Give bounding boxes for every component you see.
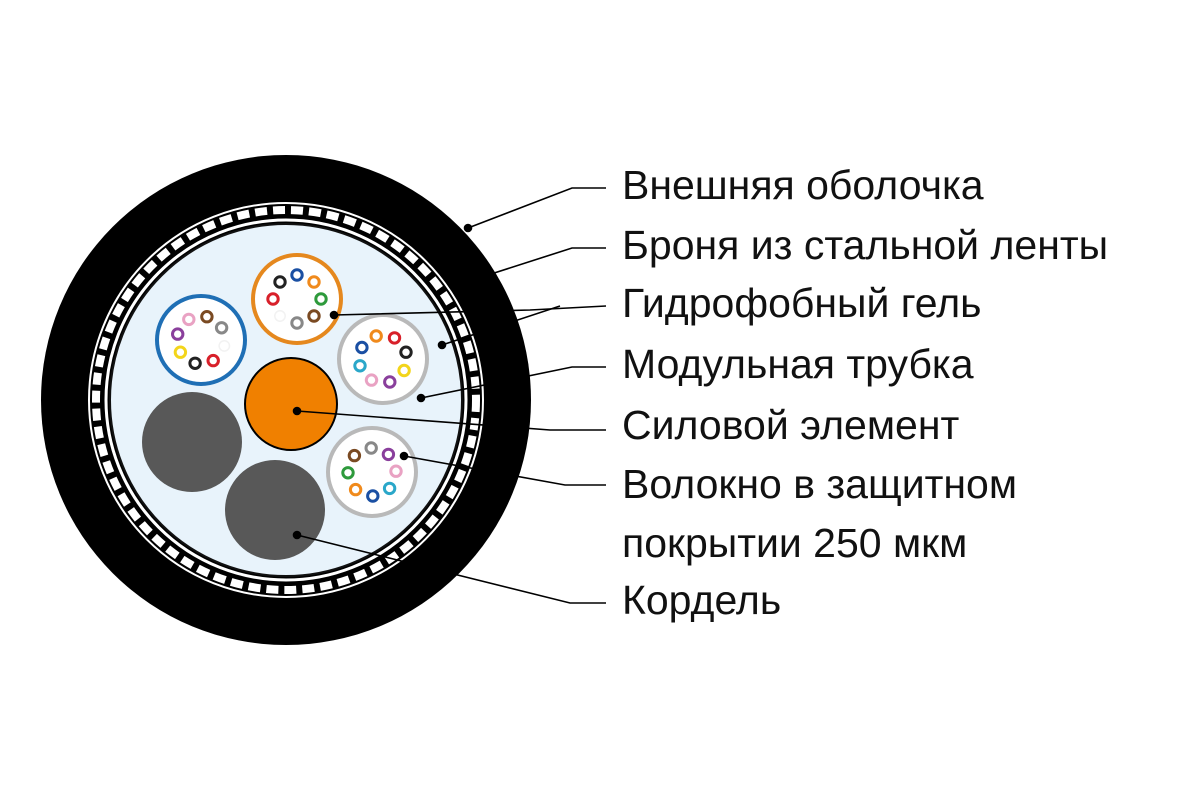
optical-fiber — [188, 356, 202, 370]
label-steel-tape-armor: Броня из стальной ленты — [622, 222, 1108, 268]
optical-fiber — [307, 275, 321, 289]
leader-line-loose-tube — [420, 366, 606, 399]
steel-tape-armor-stripes — [92, 206, 480, 594]
label-loose-tube: Модульная трубка — [622, 341, 974, 387]
optical-fiber — [369, 329, 383, 343]
filler-rod — [142, 392, 242, 492]
optical-fiber — [206, 353, 220, 368]
leader-line-steel-tape-armor — [487, 247, 606, 276]
optical-fiber — [173, 345, 188, 359]
optical-fiber — [382, 481, 397, 496]
optical-fiber — [364, 373, 379, 387]
steel-tape-armor-inner-ring — [104, 218, 468, 582]
optical-fiber — [347, 448, 362, 463]
leader-line-coated-fiber — [403, 455, 606, 486]
steel-tape-armor-outer-line — [88, 202, 484, 598]
loose-tube-blue — [155, 294, 247, 386]
optical-fiber — [273, 275, 287, 289]
loose-tube-grey-bottom — [326, 426, 418, 518]
optical-fiber — [266, 292, 280, 306]
label-strength-member: Силовой элемент — [622, 402, 959, 448]
loose-tube-orange — [251, 253, 343, 345]
optical-fiber — [355, 340, 369, 355]
optical-fiber — [341, 466, 355, 480]
optical-fiber — [387, 331, 402, 345]
leader-line-water-blocking-gel-2 — [441, 305, 561, 346]
leader-line-filler-rod — [296, 534, 606, 604]
label-coated-fiber-line1: Волокно в защитном — [622, 461, 1017, 507]
optical-fiber — [290, 316, 304, 330]
leader-line-strength-member — [296, 410, 606, 431]
optical-fiber — [364, 441, 378, 455]
optical-fiber — [383, 375, 397, 389]
loose-tube-grey-right — [337, 313, 429, 405]
optical-fiber — [353, 359, 367, 373]
optical-fiber — [307, 309, 321, 323]
optical-fiber — [397, 363, 411, 378]
leader-lines — [292, 187, 607, 604]
optical-fiber — [214, 321, 229, 335]
optical-fiber — [381, 447, 396, 462]
filler-rod — [225, 460, 325, 560]
label-coated-fiber-line2: покрытии 250 мкм — [622, 520, 967, 566]
label-water-blocking-gel: Гидрофобный гель — [622, 280, 982, 326]
optical-fiber — [314, 292, 328, 306]
optical-fiber — [366, 489, 380, 503]
label-filler-rod: Кордель — [622, 577, 781, 623]
optical-fiber — [399, 345, 413, 359]
optical-fiber — [389, 464, 403, 478]
leader-line-outer-sheath — [467, 187, 606, 229]
leader-line-water-blocking-gel-1 — [333, 305, 607, 316]
optical-fiber — [218, 339, 231, 352]
optical-fiber — [348, 482, 363, 497]
optical-fiber — [171, 327, 185, 341]
optical-fiber — [182, 312, 196, 327]
optical-fiber — [290, 268, 304, 282]
optical-fiber — [200, 310, 214, 324]
label-outer-sheath: Внешняя оболочка — [622, 162, 984, 208]
optical-fiber — [274, 310, 286, 322]
strength-member — [244, 357, 338, 451]
